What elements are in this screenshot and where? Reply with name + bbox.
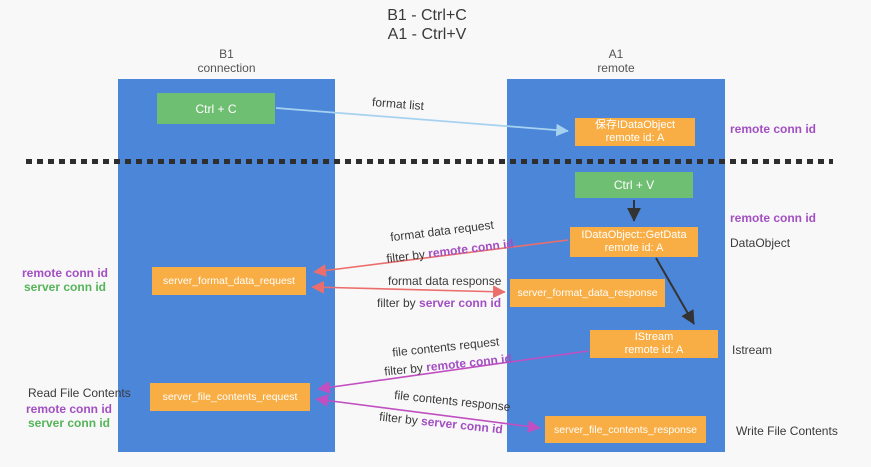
- lane-b1-subtitle: connection: [197, 61, 256, 75]
- node-server-format-data-response: server_format_data_response: [510, 279, 665, 307]
- annotation-server-conn-id: server conn id: [23, 280, 107, 294]
- node-getdata-line2: remote id: A: [604, 242, 664, 254]
- annotation-server-conn-id: server conn id: [27, 416, 111, 430]
- annotation-remote-conn-id: remote conn id: [21, 266, 108, 280]
- node-save-idataobject-line2: remote id: A: [605, 132, 665, 144]
- filter-prefix: filter by: [377, 296, 416, 310]
- annotation-read-file-contents: Read File Contents: [28, 386, 131, 400]
- filter-prefix: filter by: [383, 360, 424, 379]
- label-format-list: format list: [371, 94, 425, 114]
- title-line-1: B1 - Ctrl+C: [387, 7, 467, 24]
- filter-prefix: filter by: [378, 409, 419, 428]
- node-istream: IStream remote id: A: [590, 330, 718, 358]
- label-format-data-response: format data response: [388, 274, 502, 288]
- node-server-format-data-request: server_format_data_request: [152, 267, 306, 295]
- lane-a1-name: A1: [608, 47, 624, 61]
- dashed-divider: [26, 159, 833, 164]
- lane-header-a1: A1 remote: [507, 47, 725, 75]
- node-save-idataobject: 保存IDataObject remote id: A: [575, 118, 695, 146]
- node-ctrl-v-label: Ctrl + V: [613, 178, 655, 192]
- annotation-file-id-pair: remote conn id server conn id: [24, 402, 114, 430]
- label-format-data-response-filter: filter by server conn id: [377, 296, 501, 310]
- node-ctrl-v: Ctrl + V: [575, 172, 693, 198]
- node-idataobject-getdata: IDataObject::GetData remote id: A: [570, 227, 698, 257]
- node-server-format-data-response-label: server_format_data_response: [517, 287, 658, 299]
- annotation-format-id-pair: remote conn id server conn id: [20, 266, 110, 294]
- node-ctrl-c-label: Ctrl + C: [195, 101, 237, 116]
- lane-b1-name: B1: [219, 47, 234, 61]
- node-server-file-contents-response-label: server_file_contents_response: [553, 423, 697, 436]
- annotation-write-file-contents: Write File Contents: [736, 424, 838, 438]
- lane-header-b1: B1 connection: [118, 47, 335, 75]
- filter-id: server conn id: [419, 296, 502, 310]
- node-server-file-contents-request-label: server_file_contents_request: [162, 391, 298, 403]
- filter-prefix: filter by: [385, 247, 426, 266]
- annotation-dataobject: DataObject: [730, 236, 791, 250]
- node-getdata-line1: IDataObject::GetData: [581, 229, 687, 241]
- diagram-title: B1 - Ctrl+C A1 - Ctrl+V: [327, 6, 527, 44]
- node-server-format-data-request-label: server_format_data_request: [163, 275, 295, 287]
- filter-id: server conn id: [420, 413, 504, 437]
- node-server-file-contents-request: server_file_contents_request: [150, 383, 310, 411]
- annotation-istream: Istream: [732, 343, 773, 357]
- node-server-file-contents-response: server_file_contents_response: [545, 416, 706, 443]
- annotation-remote-conn-id-top: remote conn id: [730, 122, 817, 136]
- title-line-2: A1 - Ctrl+V: [387, 26, 467, 43]
- annotation-remote-conn-id: remote conn id: [25, 402, 112, 416]
- filter-id: remote conn id: [427, 236, 515, 261]
- label-file-contents-response: file contents response: [393, 387, 512, 415]
- lane-a1-subtitle: remote: [597, 61, 635, 75]
- node-ctrl-c: Ctrl + C: [157, 93, 275, 124]
- node-istream-line1: IStream: [634, 331, 674, 343]
- node-save-idataobject-line1: 保存IDataObject: [594, 119, 676, 131]
- annotation-remote-conn-id-mid: remote conn id: [730, 211, 817, 225]
- node-istream-line2: remote id: A: [624, 344, 684, 356]
- label-file-contents-response-filter: filter by server conn id: [379, 410, 504, 437]
